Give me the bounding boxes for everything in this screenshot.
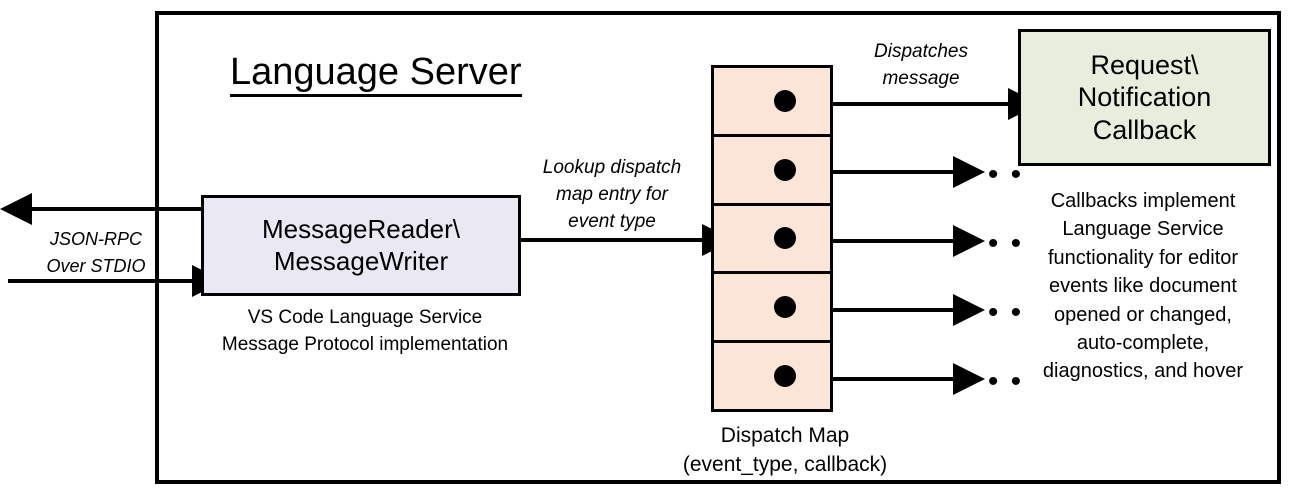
dispatch-map-table[interactable] xyxy=(711,65,833,412)
request-notification-callback-box[interactable]: Request\ Notification Callback xyxy=(1018,29,1271,166)
callback-pointer-dot xyxy=(774,158,796,181)
lookup-label-line3: event type xyxy=(568,210,656,232)
language-server-boundary xyxy=(155,11,1281,484)
callback-caption-line4: events like document xyxy=(1049,275,1237,298)
reader-caption-line2: Message Protocol implementation xyxy=(221,333,509,355)
message-reader-writer-box[interactable]: MessageReader\ MessageWriter xyxy=(201,195,521,296)
callback-box-line2: Notification xyxy=(1077,82,1212,113)
reader-box-line1: MessageReader\ xyxy=(262,213,460,244)
lookup-label-line1: Lookup dispatch xyxy=(542,157,682,178)
jsonrpc-label-line2: Over STDIO xyxy=(46,256,146,276)
ellipsis-row3: • • • xyxy=(965,227,1024,260)
callback-pointer-dot xyxy=(774,89,796,112)
callback-pointer-dot xyxy=(774,365,796,388)
callback-caption-line3: functionality for editor xyxy=(1047,246,1239,269)
dispatch-map-caption: Dispatch Map (event_type, callback) xyxy=(640,422,930,480)
dispatch-map-row[interactable] xyxy=(714,68,830,137)
callback-caption-line1: Callbacks implement xyxy=(1050,190,1236,212)
ellipsis-row2: • • • xyxy=(965,158,1024,191)
callback-caption-line2: Language Service xyxy=(1062,218,1224,241)
callback-caption-line6: auto-complete, xyxy=(1076,331,1210,354)
dispatch-map-row[interactable] xyxy=(714,137,830,206)
jsonrpc-stdio-label: JSON-RPC Over STDIO xyxy=(26,226,166,280)
lookup-label-line2: map entry for xyxy=(556,183,668,205)
dispatch-caption-line2: (event_type, callback) xyxy=(682,452,888,476)
dispatches-label-line2: message xyxy=(882,67,960,89)
ellipsis-row4: • • • xyxy=(965,296,1024,329)
dispatch-map-row[interactable] xyxy=(714,274,830,344)
callback-box-line3: Callback xyxy=(1092,114,1197,145)
ellipsis-row5: • • • xyxy=(965,365,1024,398)
dispatch-caption-line1: Dispatch Map xyxy=(720,424,850,447)
message-reader-caption: VS Code Language Service Message Protoco… xyxy=(185,305,545,359)
callback-caption-line7: diagnostics, and hover xyxy=(1042,360,1244,383)
reader-box-line2: MessageWriter xyxy=(273,245,449,276)
dispatch-map-row[interactable] xyxy=(714,343,830,409)
callback-pointer-dot xyxy=(774,296,796,319)
dispatches-message-label: Dispatches message xyxy=(836,39,1006,93)
callback-description: Callbacks implement Language Service fun… xyxy=(1003,187,1283,386)
jsonrpc-label-line1: JSON-RPC xyxy=(49,229,142,249)
callback-pointer-dot xyxy=(774,227,796,250)
dispatches-label-line1: Dispatches xyxy=(874,41,968,62)
callback-box-line1: Request\ xyxy=(1090,49,1199,80)
page-title: Language Server xyxy=(230,51,522,98)
lookup-dispatch-label: Lookup dispatch map entry for event type xyxy=(517,155,707,236)
reader-caption-line1: VS Code Language Service xyxy=(247,307,483,328)
callback-caption-line5: opened or changed, xyxy=(1054,303,1232,326)
dispatch-map-row[interactable] xyxy=(714,206,830,275)
